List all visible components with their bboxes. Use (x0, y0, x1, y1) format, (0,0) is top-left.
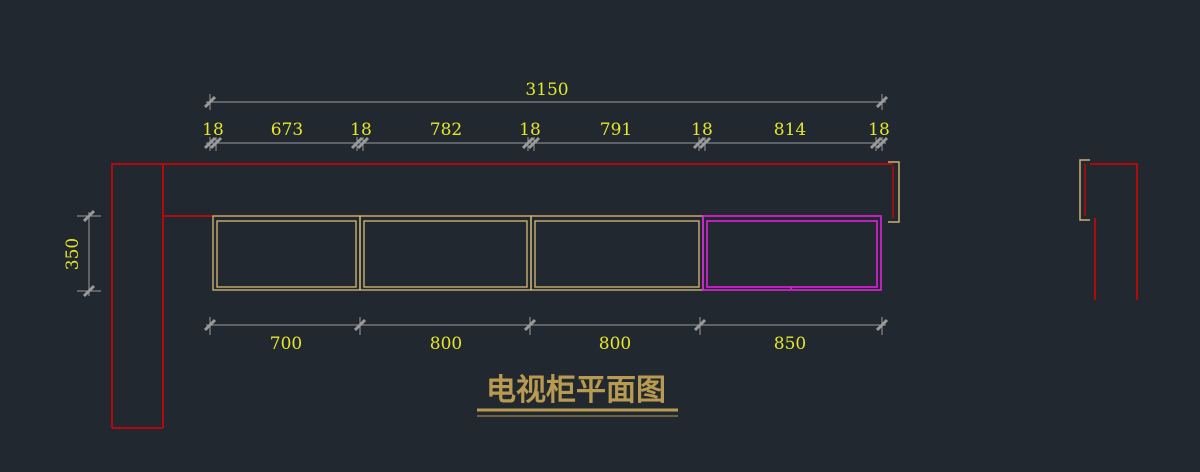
dimension-tick (356, 136, 370, 150)
top-dim-label: 18 (519, 120, 541, 140)
dimension-tick (82, 284, 96, 298)
top-dim-label: 18 (202, 120, 224, 140)
drawing-title: 电视柜平面图 (486, 373, 666, 408)
dimension-tick (527, 136, 541, 150)
right-detail-bracket (1079, 159, 1090, 221)
dimension-tick (203, 318, 217, 332)
dimension-tick (875, 318, 889, 332)
cabinet-unit-4-highlighted (702, 215, 882, 291)
cabinet-unit-2-inner (363, 220, 528, 288)
dimension-tick (698, 136, 712, 150)
left-wall-inner (162, 215, 213, 428)
top-dim-label: 18 (350, 120, 372, 140)
cabinet-unit-1-inner (216, 220, 357, 288)
cabinet-unit-3 (530, 215, 704, 291)
top-dim-label: 673 (271, 120, 303, 140)
dimension-tick (203, 136, 217, 150)
dimension-tick (521, 136, 535, 150)
cabinet-unit-2 (359, 215, 532, 291)
dimension-tick (693, 318, 707, 332)
bottom-dim-label: 800 (430, 334, 462, 354)
top-dim-label: 18 (691, 120, 713, 140)
cabinet-unit-3-inner (534, 220, 700, 288)
top-dimension-labels: 18 673 18 782 18 791 18 814 18 (202, 120, 890, 140)
cabinet-units (212, 215, 704, 291)
dimension-tick (875, 95, 889, 109)
cabinet-unit-1 (212, 215, 361, 291)
bottom-dim-label: 800 (599, 334, 631, 354)
top-dim-label: 791 (600, 120, 632, 140)
top-dim-label: 814 (774, 120, 806, 140)
dimension-tick (82, 209, 96, 223)
bottom-dim-label: 700 (270, 334, 302, 354)
dimension-tick (875, 136, 889, 150)
dimension-tick (209, 136, 223, 150)
end-panel-bracket (888, 161, 900, 223)
dimension-tick (869, 136, 883, 150)
dimension-tick (203, 95, 217, 109)
dimension-lines (77, 94, 889, 335)
overall-width-dimension: 3150 (525, 80, 568, 100)
dimension-tick (692, 136, 706, 150)
dimension-tick (350, 136, 364, 150)
dimension-tick (353, 318, 367, 332)
top-dim-label: 18 (868, 120, 890, 140)
wall-outline (111, 163, 1138, 429)
depth-dimension-label: 350 (63, 238, 83, 270)
bottom-dim-label: 850 (774, 334, 806, 354)
left-wall-outer (111, 163, 893, 428)
right-wall-outer (1090, 163, 1138, 300)
top-dim-label: 782 (430, 120, 462, 140)
dimension-tick (523, 318, 537, 332)
bottom-dimension-labels: 700 800 800 850 (270, 334, 806, 354)
